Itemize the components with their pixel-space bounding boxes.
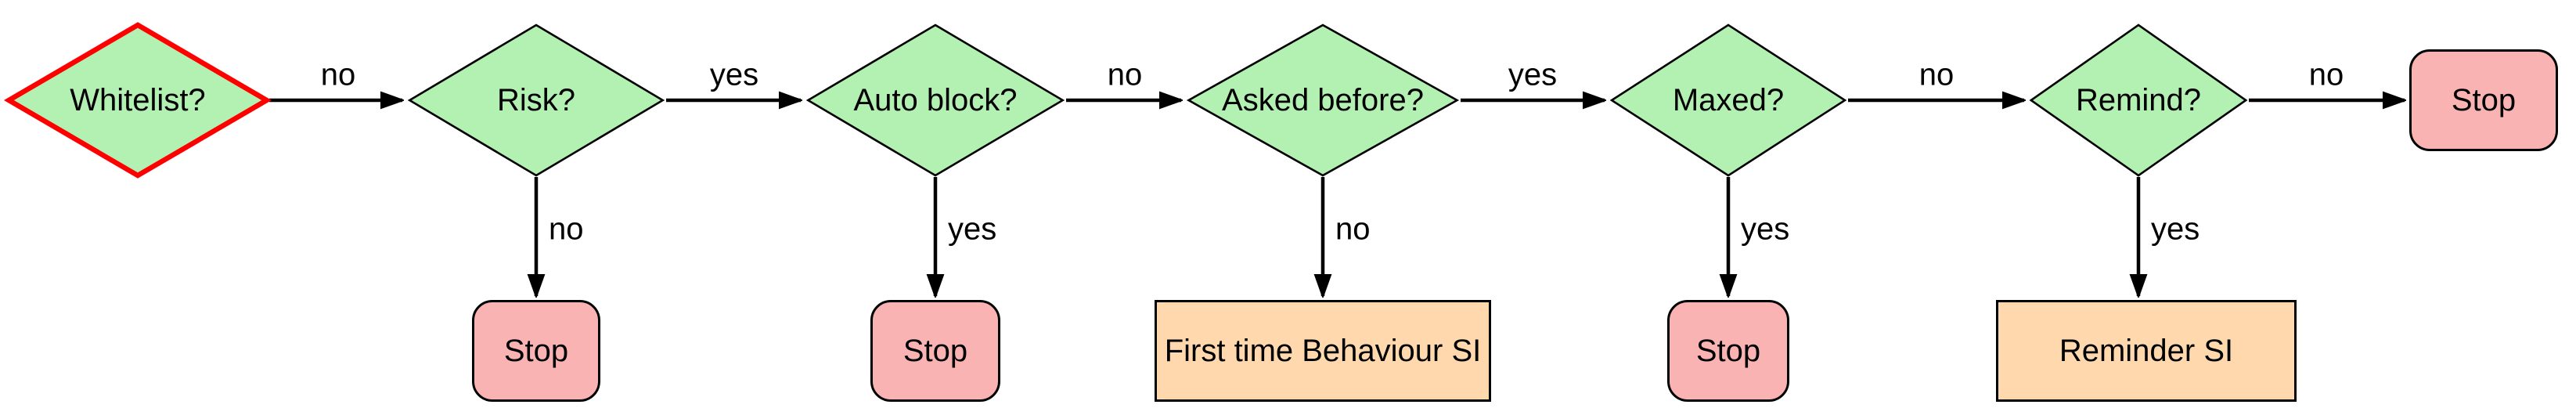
edge-label: yes — [948, 211, 997, 247]
edge-label: no — [320, 57, 356, 92]
node-label: Whitelist? — [70, 83, 206, 117]
node-label: Remind? — [2075, 83, 2202, 117]
node-maxed: Maxed? — [1609, 23, 1847, 177]
edge-label: no — [1918, 57, 1955, 92]
node-stop-autoblock: Stop — [870, 300, 1000, 402]
node-label: Stop — [2451, 83, 2517, 117]
edge-label: yes — [1741, 211, 1790, 247]
diamond-outline — [1189, 25, 1457, 175]
diamond-shape — [1186, 23, 1460, 177]
node-label: Stop — [503, 334, 569, 368]
diamond-outline — [9, 25, 266, 175]
node-label: Maxed? — [1672, 83, 1785, 117]
diamond-outline — [2031, 25, 2246, 175]
node-label: Asked before? — [1222, 83, 1424, 117]
edge-label: no — [1107, 57, 1143, 92]
node-label: Reminder SI — [2059, 334, 2234, 368]
diamond-outline — [808, 25, 1062, 175]
node-whitelist: Whitelist? — [6, 23, 269, 177]
node-label: Stop — [1695, 334, 1761, 368]
node-askedbefore: Asked before? — [1186, 23, 1460, 177]
node-label: Risk? — [496, 83, 576, 117]
edge-label: no — [1335, 211, 1371, 247]
diamond-outline — [1612, 25, 1845, 175]
node-stop-final: Stop — [2409, 49, 2558, 151]
diamond-shape — [407, 23, 665, 177]
diamond-shape — [805, 23, 1065, 177]
edge-label: yes — [1508, 57, 1558, 92]
node-first-time-si: First time Behaviour SI — [1155, 300, 1491, 402]
edge-label: no — [2308, 57, 2344, 92]
node-remind: Remind? — [2029, 23, 2248, 177]
node-label: Auto block? — [853, 83, 1018, 117]
diamond-shape — [1609, 23, 1847, 177]
diamond-shape — [2029, 23, 2248, 177]
node-risk: Risk? — [407, 23, 665, 177]
node-stop-maxed: Stop — [1667, 300, 1789, 402]
diamond-shape — [6, 23, 269, 177]
node-reminder-si: Reminder SI — [1996, 300, 2297, 402]
edge-label: no — [549, 211, 584, 247]
edge-label: yes — [2151, 211, 2200, 247]
diamond-outline — [409, 25, 662, 175]
node-label: Stop — [903, 334, 968, 368]
node-autoblock: Auto block? — [805, 23, 1065, 177]
node-label: First time Behaviour SI — [1164, 334, 1482, 368]
node-stop-risk: Stop — [472, 300, 600, 402]
edge-label: yes — [709, 57, 759, 92]
